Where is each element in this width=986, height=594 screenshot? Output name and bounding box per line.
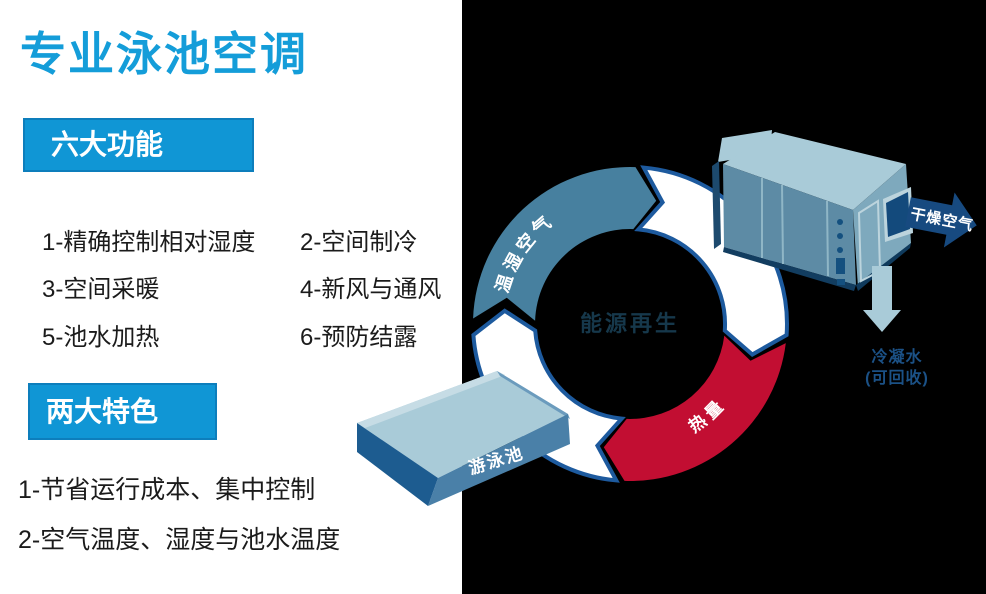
unit-panel-seams [761, 178, 829, 277]
function-item-2: 2-空间制冷 [300, 229, 418, 256]
condensate-label-line2: (可回收) [865, 368, 929, 387]
pool-rim-highlight [357, 371, 505, 428]
unit-bottom-edge [723, 247, 856, 291]
function-item-3: 3-空间采暖 [42, 276, 160, 303]
pool-rim-edge [497, 371, 570, 419]
functions-header-box: 六大功能 [23, 118, 254, 172]
unit-front-face [723, 164, 856, 285]
features-header-box: 两大特色 [28, 383, 217, 440]
features-header-label: 两大特色 [46, 396, 159, 427]
heat-arc [603, 335, 786, 481]
unit-control-details [836, 219, 845, 285]
unit-top-face [723, 132, 906, 210]
air-handler-illustration [712, 130, 913, 291]
feature-item-2: 2-空气温度、湿度与池水温度 [18, 526, 341, 554]
page-title: 专业泳池空调 [20, 28, 308, 80]
unit-back-side [712, 161, 721, 249]
condensate-flow-arrow [863, 266, 901, 332]
condensate-label-line1: 冷凝水 [871, 347, 922, 366]
function-item-4: 4-新风与通风 [300, 276, 442, 303]
humid-air-arc [473, 167, 657, 321]
function-item-5: 5-池水加热 [42, 324, 160, 351]
pool-top-face [357, 371, 568, 478]
unit-window-glass [886, 192, 910, 237]
pool-front-wall [428, 414, 570, 506]
transfer-arc-bottom [471, 308, 626, 483]
function-item-1: 1-精确控制相对湿度 [42, 229, 256, 256]
pool-left-wall [357, 423, 438, 506]
pool-illustration: 游泳池 [357, 371, 570, 506]
function-item-6: 6-预防结露 [300, 324, 418, 351]
feature-item-1: 1-节省运行成本、集中控制 [18, 476, 316, 504]
functions-header-label: 六大功能 [51, 129, 164, 160]
cycle-center-label: 能源再生 [580, 311, 680, 336]
dry-air-arrow: 干燥空气 [905, 192, 977, 248]
